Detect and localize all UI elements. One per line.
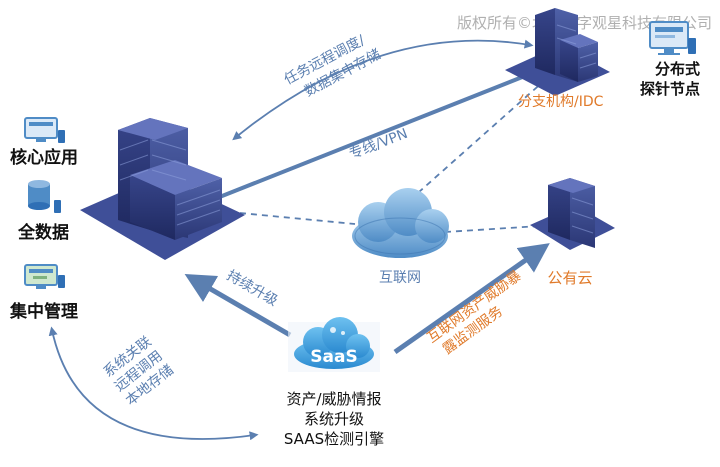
probe-monitor-icon bbox=[649, 21, 696, 55]
saas-caption-line1: 资产/威胁情报 bbox=[286, 390, 381, 408]
local-storage-arrow bbox=[48, 326, 259, 441]
dashed-link-hq-internet bbox=[239, 212, 356, 225]
probe-label-line2: 探针节点 bbox=[640, 80, 700, 98]
upgrade-arrow bbox=[184, 273, 292, 338]
threat-monitor-label: 互联网资产威胁暴 露监测服务 bbox=[424, 268, 524, 358]
database-icon bbox=[28, 180, 61, 213]
branch-building-icon bbox=[505, 8, 610, 96]
vpn-label-group: 专线/VPN bbox=[347, 126, 410, 163]
watermark-text: 版权所有©北京数字观星科技有限公司 bbox=[457, 14, 712, 32]
public-cloud-building-icon bbox=[530, 178, 615, 250]
management-monitor-icon bbox=[24, 264, 65, 289]
central-mgmt-label: 集中管理 bbox=[9, 301, 78, 322]
saas-caption-line3: SAAS检测引擎 bbox=[284, 430, 384, 448]
vpn-label: 专线/VPN bbox=[347, 126, 410, 163]
vpn-link-line bbox=[211, 68, 541, 202]
saas-logo-text: SaaS bbox=[310, 347, 357, 367]
public-cloud-label: 公有云 bbox=[547, 269, 592, 287]
probe-label-line1: 分布式 bbox=[655, 60, 700, 78]
saas-cloud-icon: SaaS bbox=[288, 317, 380, 372]
core-app-monitor-icon bbox=[24, 117, 65, 143]
core-apps-label: 核心应用 bbox=[10, 147, 78, 168]
hq-building-icon bbox=[80, 118, 245, 260]
internet-cloud-icon bbox=[352, 188, 449, 258]
remote-schedule-arrow bbox=[232, 39, 534, 141]
internet-label: 互联网 bbox=[379, 270, 421, 286]
dashed-link-internet-cloud bbox=[444, 225, 541, 233]
saas-caption-line2: 系统升级 bbox=[304, 410, 364, 428]
local-storage-label: 系统关联 远程调用 本地存储 bbox=[101, 334, 177, 409]
threat-monitor-arrow bbox=[393, 243, 550, 355]
branch-label: 分支机构/IDC bbox=[518, 94, 604, 110]
full-data-label: 全数据 bbox=[17, 222, 69, 243]
